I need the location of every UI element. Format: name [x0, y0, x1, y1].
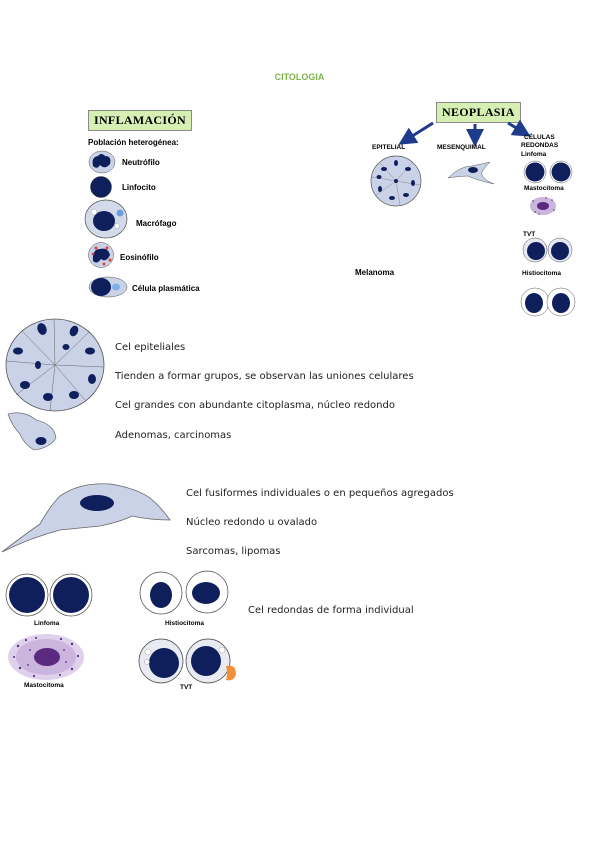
mesenquimal-line-2: Núcleo redondo u ovalado	[186, 517, 318, 528]
mesenquimal-line-3: Sarcomas, lipomas	[186, 546, 281, 557]
epitelial-cluster-large	[5, 318, 105, 412]
epitelial-line-2: Tienden a formar grupos, se observan las…	[115, 371, 414, 382]
redondas-label-tvt: TVT	[180, 684, 193, 691]
macrofago-illustration	[84, 199, 128, 239]
branch-mesenquimal: MESENQUIMAL	[437, 144, 486, 151]
histiocitoma-cells-large	[139, 570, 229, 615]
histiocitoma-cells-small	[520, 287, 576, 317]
epitelial-line-3: Cel grandes con abundante citoplasma, nú…	[115, 400, 395, 411]
redondas-label-linfoma: Linfoma	[34, 620, 60, 627]
mesenquimal-cell-small	[447, 161, 495, 185]
rc-label-tvt: TVT	[523, 231, 536, 238]
mastocitoma-cell-large	[8, 634, 84, 680]
redondas-label-mastocitoma: Mastocitoma	[24, 682, 64, 689]
celula-plasmatica-illustration	[88, 276, 128, 298]
redondas-description: Cel redondas de forma individual	[248, 605, 414, 616]
epitelial-line-1: Cel epiteliales	[115, 342, 186, 353]
tvt-cells-large	[138, 638, 236, 684]
eosinofilo-illustration	[88, 242, 114, 268]
mesenquimal-line-1: Cel fusiformes individuales o en pequeño…	[186, 488, 454, 499]
branch-celulas-redondas-2: REDONDAS	[521, 142, 559, 149]
epitelial-line-4: Adenomas, carcinomas	[115, 430, 232, 441]
neoplasia-arrows	[398, 119, 531, 147]
linfocito-illustration	[90, 176, 112, 198]
cell-label-celula-plasmatica: Célula plasmática	[132, 284, 200, 293]
inflamacion-heading: INFLAMACIÓN	[88, 110, 192, 131]
linfoma-cells-large	[5, 573, 93, 617]
epitelial-cell-single	[7, 412, 57, 451]
rc-label-mastocitoma: Mastocitoma	[524, 185, 564, 192]
rc-label-linfoma: Linfoma	[521, 151, 547, 158]
cell-label-linfocito: Linfocito	[122, 183, 156, 192]
tvt-cells-small	[522, 237, 573, 263]
rc-label-histiocitoma: Histiocitoma	[522, 270, 562, 277]
mastocitoma-cell-small	[530, 197, 556, 215]
melanoma-label: Melanoma	[355, 268, 395, 277]
cell-label-eosinofilo: Eosinófilo	[120, 253, 159, 262]
neoplasia-heading: NEOPLASIA	[436, 102, 521, 123]
neutrofilo-illustration	[88, 150, 116, 174]
page-title: CITOLOGIA	[274, 72, 325, 82]
mesenquimal-cell-large	[1, 483, 171, 553]
linfoma-cells-small	[523, 160, 573, 184]
cell-label-macrofago: Macrófago	[136, 219, 177, 228]
epitelial-cluster-small	[370, 155, 422, 207]
redondas-label-histiocitoma: Histiocitoma	[165, 620, 205, 627]
cell-label-neutrofilo: Neutrófilo	[122, 158, 160, 167]
branch-celulas-redondas-1: CÉLULAS	[524, 134, 555, 141]
branch-epitelial: EPITELIAL	[372, 144, 406, 151]
inflamacion-subheading: Población heterogénea:	[88, 138, 179, 147]
